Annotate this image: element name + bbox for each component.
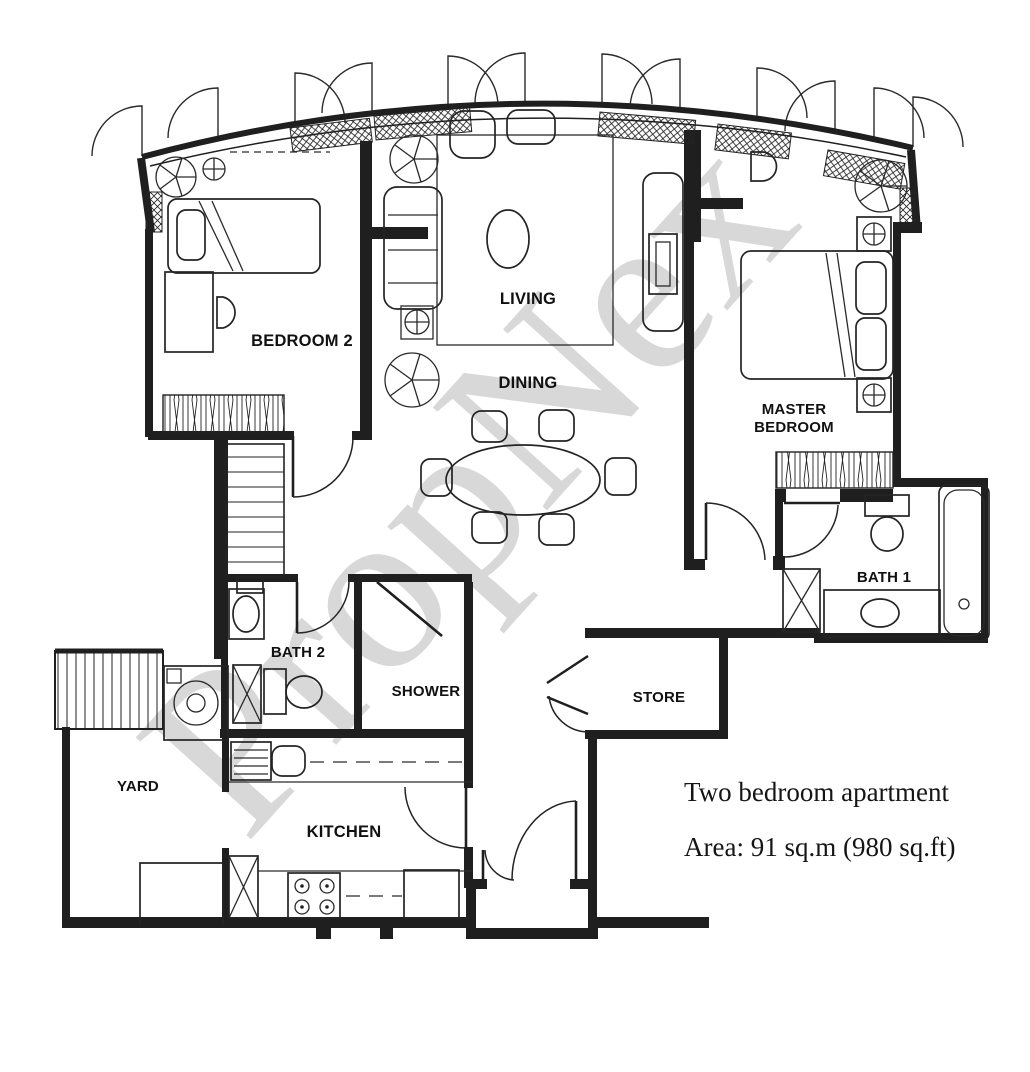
apartment-area-text: Area: 91 sq.m (980 sq.ft) <box>684 832 955 862</box>
room-label-kitchen: KITCHEN <box>307 823 382 841</box>
washing-machine <box>163 665 229 741</box>
room-label-master-line1: MASTER <box>762 401 827 418</box>
service-shaft <box>782 568 821 633</box>
kitchen-sink <box>271 745 306 777</box>
master-bedroom-door <box>704 502 766 561</box>
bedside-table <box>856 377 892 413</box>
downlight-icon <box>400 305 434 340</box>
service-shaft <box>228 855 259 919</box>
room-label-living: LIVING <box>500 290 556 308</box>
dining-chair <box>471 511 508 544</box>
room-label-yard: YARD <box>117 778 159 795</box>
bedroom2-door <box>291 436 354 498</box>
curved-facade-inner-face <box>149 117 907 167</box>
tv-set <box>648 233 678 295</box>
living-furniture <box>383 109 684 408</box>
room-label-dining: DINING <box>499 374 558 392</box>
bedside-table <box>856 216 892 252</box>
cabinet <box>236 576 264 594</box>
bathtub <box>938 484 990 642</box>
dining-chair <box>538 513 575 546</box>
ceiling-fan-icon <box>155 156 197 198</box>
room-label-shower: SHOWER <box>392 683 461 700</box>
exterior-walls <box>62 100 988 939</box>
toilet-bowl <box>870 516 904 552</box>
coffee-table <box>486 209 530 269</box>
dining-furniture <box>420 409 637 546</box>
plant-icon <box>384 352 440 408</box>
plant-icon <box>389 134 439 184</box>
plant-icon <box>854 159 908 213</box>
downlight-icon <box>202 157 226 181</box>
bath2-fixtures <box>228 581 443 724</box>
ottoman <box>506 109 556 145</box>
wall-shelf <box>750 151 778 182</box>
room-label-store: STORE <box>633 689 685 706</box>
tv-console <box>642 172 684 332</box>
bath2-door <box>295 581 350 634</box>
yard-fixtures <box>54 648 393 939</box>
interior-walls <box>148 130 743 918</box>
louvred-window-bay <box>54 650 164 730</box>
dining-chair <box>604 457 637 496</box>
sofa-cushions <box>388 214 438 284</box>
shower-angled-door <box>376 581 443 637</box>
wardrobe <box>775 451 894 489</box>
armchair <box>449 110 496 159</box>
porch-stub <box>380 925 393 939</box>
sofa <box>383 186 443 310</box>
room-label-master-line2: BEDROOM <box>754 419 834 436</box>
bed-pillow <box>855 317 887 371</box>
bedroom2-furniture <box>155 156 321 594</box>
kitchen-fixtures <box>228 741 472 919</box>
wardrobe <box>162 394 285 434</box>
vanity-counter <box>823 589 941 638</box>
bathtub-drain <box>958 598 970 610</box>
dining-chair <box>420 458 453 497</box>
doors <box>291 436 840 881</box>
area-rug <box>436 134 614 346</box>
room-labels: BEDROOM 2 LIVING DINING MASTER BEDROOM B… <box>117 290 911 841</box>
desk <box>164 271 214 353</box>
toilet-cistern <box>864 494 910 517</box>
bed-pillow <box>855 261 887 315</box>
dining-table <box>445 444 601 516</box>
service-shaft <box>232 664 262 724</box>
refrigerator <box>403 869 460 919</box>
facade-window-swings <box>91 52 964 157</box>
room-label-bedroom2: BEDROOM 2 <box>251 332 353 350</box>
curved-facade-wall <box>141 100 914 160</box>
bath1-door <box>783 501 840 558</box>
toilet-bowl <box>285 675 323 709</box>
single-bed <box>167 198 321 274</box>
master-bedroom-furniture <box>740 151 908 489</box>
porch-stub <box>316 925 331 939</box>
store-door <box>548 695 589 733</box>
room-label-bath1: BATH 1 <box>857 569 911 586</box>
wash-basin <box>860 598 900 628</box>
shelving-ledge <box>225 443 285 578</box>
vanity-counter <box>228 588 265 640</box>
sink-drainer <box>230 741 272 781</box>
entrance-door <box>481 800 578 881</box>
cooker-hob <box>287 872 341 919</box>
room-label-bath2: BATH 2 <box>271 644 325 661</box>
dining-chair <box>538 409 575 442</box>
desk-chair <box>216 296 236 329</box>
yard-step <box>139 862 224 925</box>
apartment-type-text: Two bedroom apartment <box>684 777 950 807</box>
kitchen-door <box>404 786 468 849</box>
store-splayed-jambs <box>546 654 589 716</box>
bed-pillow <box>176 209 206 261</box>
bath1-fixtures <box>782 484 990 642</box>
wash-basin <box>232 595 260 633</box>
facade-planter-boxes <box>145 107 916 233</box>
dining-chair <box>471 410 508 443</box>
double-bed <box>740 250 894 380</box>
blanket-fold <box>825 252 856 378</box>
plan-annotations: Two bedroom apartment Area: 91 sq.m (980… <box>684 777 955 862</box>
blanket-fold <box>198 200 244 272</box>
